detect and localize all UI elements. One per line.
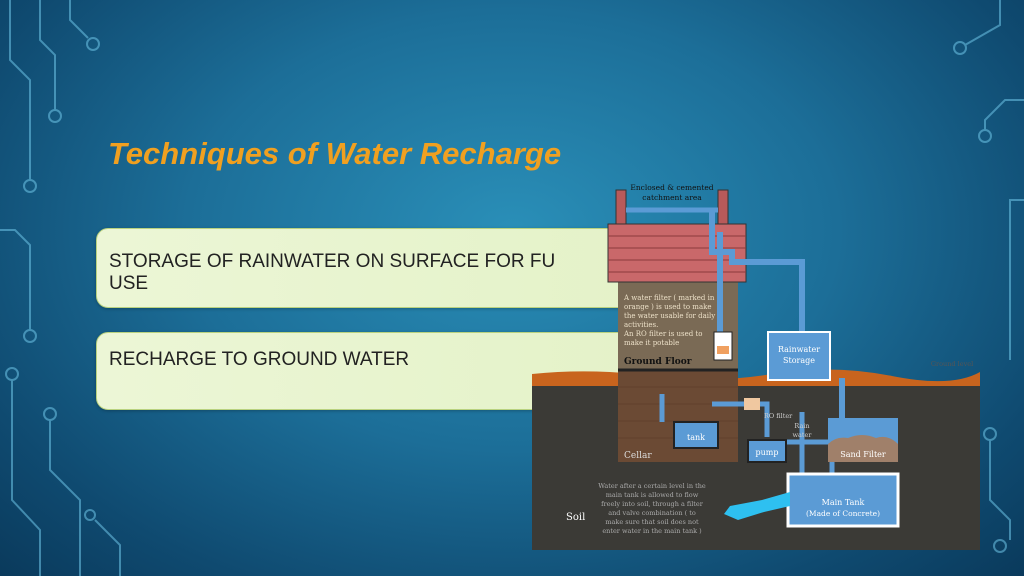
bullet-storage-line2: USE xyxy=(109,273,149,294)
rainwater-storage-tank xyxy=(767,331,831,381)
soil-note-6: enter water in the main tank ) xyxy=(602,527,702,535)
ground-level-label: Ground level xyxy=(931,360,973,368)
filter-note-4: activities. xyxy=(624,321,658,329)
filter-note-2: orange ) is used to make xyxy=(624,303,712,311)
filter-note-5: An RO filter is used to xyxy=(623,330,703,338)
bullet-recharge-line1: RECHARGE TO GROUND WATER xyxy=(109,349,410,370)
ro-filter-label: RO filter xyxy=(764,412,793,420)
filter-note-3: the water usable for daily xyxy=(624,312,715,320)
ground-floor-label: Ground Floor xyxy=(624,357,692,367)
catchment-wall-left xyxy=(615,189,627,227)
soil-note-5: make sure that soil does not xyxy=(605,518,699,526)
cellar-label: Cellar xyxy=(624,451,652,461)
ro-filter xyxy=(744,398,760,410)
catchment-label-1: Enclosed & cemented xyxy=(630,183,713,192)
soil-label: Soil xyxy=(566,512,585,523)
sand-filter-label: Sand Filter xyxy=(840,450,886,459)
pump-label: pump xyxy=(756,448,779,457)
main-tank-label-1: Main Tank xyxy=(822,498,865,507)
slide-title: Techniques of Water Recharge xyxy=(108,136,562,171)
pipe-pump-tank xyxy=(659,394,832,445)
cellar-tank xyxy=(673,421,719,449)
rainwater-storage-label-1: Rainwater xyxy=(778,345,820,354)
bullet-storage: STORAGE OF RAINWATER ON SURFACE FOR FU U… xyxy=(96,228,656,308)
rainwater-storage-label-2: Storage xyxy=(783,356,815,365)
ground-level-line xyxy=(532,369,980,386)
soil-note-2: main tank is allowed to flow xyxy=(606,491,699,499)
soil-note-4: and valve combination ( to xyxy=(608,509,696,517)
filter-note-6: make it potable xyxy=(624,339,679,347)
bullet-storage-line1: STORAGE OF RAINWATER ON SURFACE FOR FU xyxy=(109,251,556,272)
pump xyxy=(747,439,787,463)
main-tank-label-2: (Made of Concrete) xyxy=(806,509,880,518)
soil-note-1: Water after a certain level in the xyxy=(598,482,706,490)
downpipe xyxy=(709,210,805,332)
filter-note-1: A water filter ( marked in xyxy=(623,294,715,302)
catchment-label-2: catchment area xyxy=(642,193,702,202)
rain-water-label-1: Rain xyxy=(794,422,809,430)
catchment-wall-right xyxy=(717,189,729,227)
water-recharge-diagram: Enclosed & cemented catchment area A wat… xyxy=(532,183,980,550)
rain-water-label-2: water xyxy=(792,431,812,439)
soil-note-3: freely into soil, through a filter xyxy=(601,500,704,508)
water-outflow xyxy=(724,492,790,520)
tank-label: tank xyxy=(687,433,705,442)
